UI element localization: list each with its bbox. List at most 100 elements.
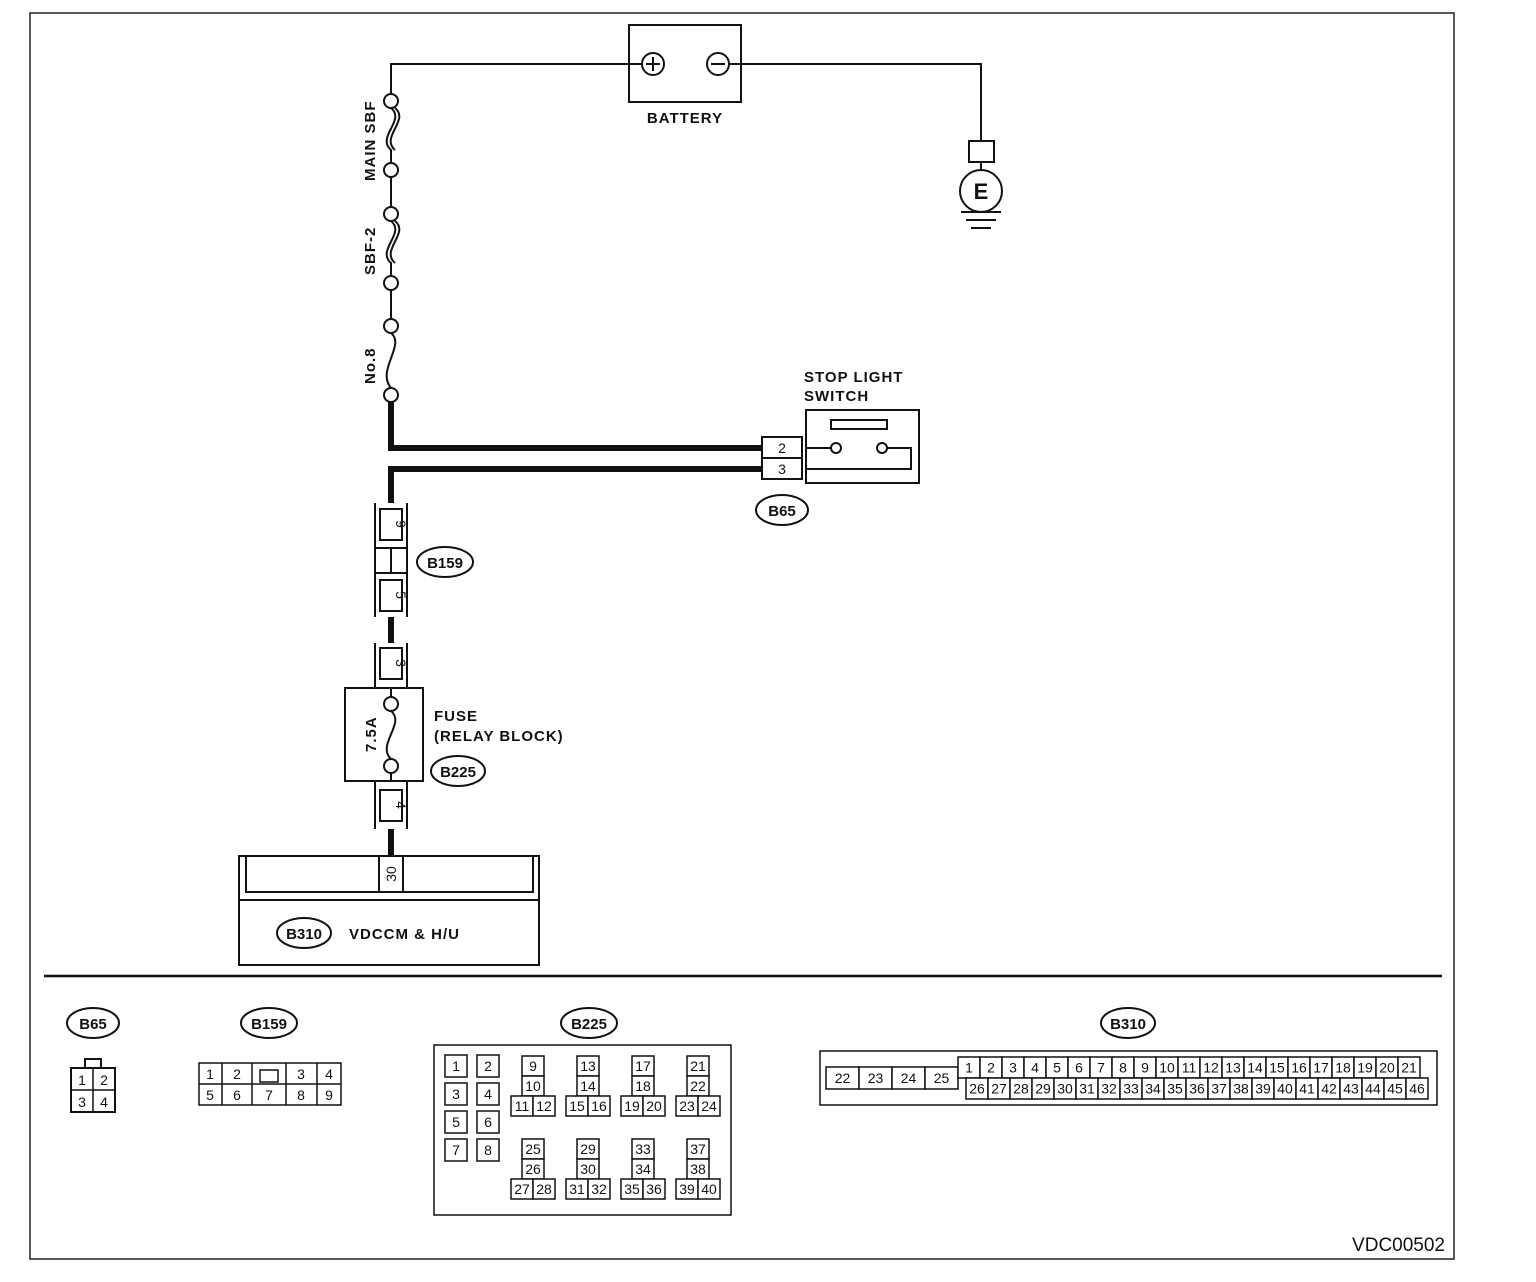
b65-view-tag: B65 bbox=[79, 1016, 107, 1033]
pin-cell bbox=[476, 1110, 500, 1134]
wire-from-switch-pin3 bbox=[388, 466, 762, 503]
pin-number: 32 bbox=[591, 1181, 607, 1197]
pin-cell bbox=[444, 1110, 468, 1134]
b159-view-tag: B159 bbox=[251, 1016, 287, 1033]
b65-view-pin: 3 bbox=[78, 1094, 86, 1110]
battery-positive-wire bbox=[390, 63, 642, 97]
b225-view-tag: B225 bbox=[571, 1016, 607, 1033]
pin-number: 17 bbox=[1313, 1060, 1329, 1076]
pin-number: 20 bbox=[646, 1098, 662, 1114]
pin-number: 34 bbox=[635, 1161, 651, 1177]
pin-number: 35 bbox=[1167, 1081, 1183, 1097]
pin-number: 23 bbox=[679, 1098, 695, 1114]
pin-number: 15 bbox=[569, 1098, 585, 1114]
pin-cell bbox=[697, 1178, 721, 1200]
b159-view-pin: 1 bbox=[206, 1066, 214, 1082]
pin-number: 34 bbox=[1145, 1081, 1161, 1097]
pin-number: 20 bbox=[1379, 1060, 1395, 1076]
pin-number: 37 bbox=[690, 1141, 706, 1157]
pin-number: 18 bbox=[635, 1078, 651, 1094]
pin-number: 8 bbox=[484, 1142, 492, 1158]
pin-cell bbox=[444, 1054, 468, 1078]
pin-number: 21 bbox=[1401, 1060, 1417, 1076]
b225-pin-4: 4 bbox=[393, 801, 409, 809]
pin-number: 36 bbox=[646, 1181, 662, 1197]
pin-number: 38 bbox=[690, 1161, 706, 1177]
ground-icon: E bbox=[959, 140, 1003, 229]
pin-number: 9 bbox=[1141, 1060, 1149, 1076]
b65-pin-2: 2 bbox=[778, 440, 786, 456]
pin-number: 42 bbox=[1321, 1081, 1337, 1097]
pin-number: 37 bbox=[1211, 1081, 1227, 1097]
diagram-frame bbox=[29, 12, 1455, 1260]
b159-view-pin: 4 bbox=[325, 1066, 333, 1082]
pin-number: 30 bbox=[580, 1161, 596, 1177]
b65-view-pin: 2 bbox=[100, 1072, 108, 1088]
pin-number: 19 bbox=[624, 1098, 640, 1114]
b65-connector-view: B65 1 2 3 4 bbox=[66, 1007, 120, 1113]
battery-negative-wire bbox=[729, 63, 982, 141]
pin-cell bbox=[642, 1178, 666, 1200]
fuse-label-2: (RELAY BLOCK) bbox=[434, 728, 564, 745]
pin-number: 36 bbox=[1189, 1081, 1205, 1097]
pin-number: 13 bbox=[580, 1058, 596, 1074]
main-sbf-label: MAIN SBF bbox=[362, 101, 379, 182]
battery: BATTERY bbox=[628, 24, 742, 127]
pin-cell bbox=[444, 1138, 468, 1162]
pin-number: 18 bbox=[1335, 1060, 1351, 1076]
b159-connector: 9 5 B159 bbox=[374, 503, 474, 617]
pin-cell bbox=[532, 1178, 556, 1200]
pin-number: 31 bbox=[1079, 1081, 1095, 1097]
b159-pin-5: 5 bbox=[393, 591, 409, 599]
pin-number: 22 bbox=[835, 1070, 851, 1086]
b65-view-pin: 4 bbox=[100, 1094, 108, 1110]
pin-number: 5 bbox=[452, 1114, 460, 1130]
pin-number: 25 bbox=[934, 1070, 950, 1086]
pin-number: 39 bbox=[679, 1181, 695, 1197]
b225-tag: B225 bbox=[440, 764, 476, 781]
pin-number: 40 bbox=[701, 1181, 717, 1197]
pin-cell bbox=[587, 1095, 611, 1117]
main-sbf-fuse: MAIN SBF bbox=[362, 93, 401, 182]
pin-number: 10 bbox=[525, 1078, 541, 1094]
b159-tag: B159 bbox=[427, 555, 463, 572]
vdccm-module: 30 B310 VDCCM & H/U bbox=[238, 855, 540, 966]
pin-number: 27 bbox=[991, 1081, 1007, 1097]
pin-number: 38 bbox=[1233, 1081, 1249, 1097]
pin-number: 29 bbox=[580, 1141, 596, 1157]
pin-number: 40 bbox=[1277, 1081, 1293, 1097]
pin-number: 6 bbox=[484, 1114, 492, 1130]
pin-number: 14 bbox=[580, 1078, 596, 1094]
pin-number: 41 bbox=[1299, 1081, 1315, 1097]
pin-number: 45 bbox=[1387, 1081, 1403, 1097]
pin-number: 32 bbox=[1101, 1081, 1117, 1097]
pin-number: 26 bbox=[525, 1161, 541, 1177]
no8-label: No.8 bbox=[362, 347, 379, 384]
pin-number: 8 bbox=[1119, 1060, 1127, 1076]
pin-number: 21 bbox=[690, 1058, 706, 1074]
pin-number: 3 bbox=[1009, 1060, 1017, 1076]
pin-number: 31 bbox=[569, 1181, 585, 1197]
b65-tag: B65 bbox=[768, 503, 796, 520]
pin-number: 17 bbox=[635, 1058, 651, 1074]
sbf2-label: SBF-2 bbox=[362, 227, 379, 275]
pin-number: 6 bbox=[1075, 1060, 1083, 1076]
pin-cell bbox=[476, 1082, 500, 1106]
stop-light-label-1: STOP LIGHT bbox=[804, 369, 903, 386]
sbf2-fuse: SBF-2 bbox=[362, 206, 401, 291]
fuse-label-1: FUSE bbox=[434, 708, 478, 725]
pin-number: 24 bbox=[701, 1098, 717, 1114]
pin-number: 2 bbox=[484, 1058, 492, 1074]
b159-view-pin: 5 bbox=[206, 1087, 214, 1103]
b225-fuse-relay-block: 3 7.5A FUSE (RELAY BLOCK) B225 4 bbox=[344, 643, 564, 829]
pin-number: 24 bbox=[901, 1070, 917, 1086]
pin-cell bbox=[642, 1095, 666, 1117]
fuse-rating-label: 7.5A bbox=[363, 716, 380, 752]
pin-number: 25 bbox=[525, 1141, 541, 1157]
pin-number: 44 bbox=[1365, 1081, 1381, 1097]
ground-label: E bbox=[974, 179, 989, 204]
